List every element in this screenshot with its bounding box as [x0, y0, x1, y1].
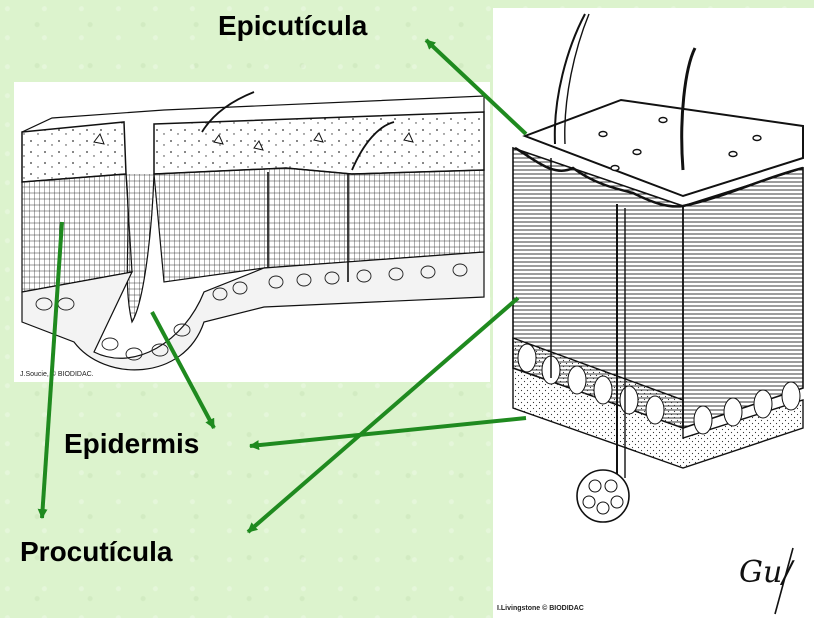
- arrow-procuticula-right: [248, 298, 518, 532]
- arrow-epidermis-left: [152, 312, 214, 428]
- label-epicuticula: Epicutícula: [218, 10, 367, 42]
- label-epidermis: Epidermis: [64, 428, 199, 460]
- arrow-epidermis-right: [250, 418, 526, 446]
- arrow-epicuticula: [426, 40, 526, 134]
- arrow-procuticula-left: [42, 222, 62, 518]
- label-procuticula: Procutícula: [20, 536, 172, 568]
